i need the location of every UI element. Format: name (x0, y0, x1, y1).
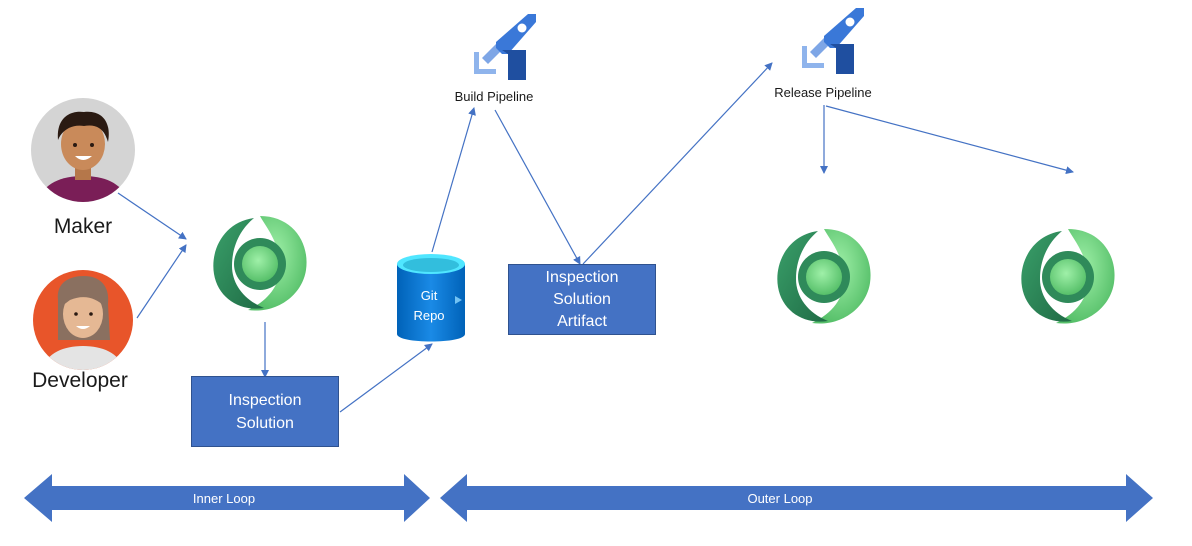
inner-loop-label: Inner Loop (193, 491, 255, 506)
developer-label: Developer (32, 369, 128, 392)
repo-label-line2: Repo (413, 308, 444, 323)
artifact-line3: Artifact (557, 312, 607, 330)
connector-artifact-release (582, 62, 773, 265)
inspection-artifact-box: Inspection Solution Artifact (508, 264, 656, 335)
solution-line1: Inspection (228, 391, 302, 409)
artifact-line1: Inspection (545, 268, 619, 286)
inspection-solution-box: Inspection Solution (191, 376, 339, 447)
prod-dataverse-icon (1021, 229, 1115, 324)
release-pipeline-label: Release Pipeline (774, 85, 872, 100)
repo-label-line1: Git (421, 288, 438, 303)
developer-avatar-icon (33, 270, 133, 370)
maker-label: Maker (53, 215, 113, 238)
artifact-line2: Solution (553, 290, 611, 308)
connectors (117, 62, 1074, 413)
connector-developer-dev (136, 244, 187, 319)
connector-repo-build (431, 107, 476, 253)
build-pipeline-label: Build Pipeline (454, 89, 534, 104)
connector-release-prod (825, 105, 1074, 175)
dev-dataverse-icon (213, 216, 307, 311)
git-repo-icon: Git Repo (397, 254, 465, 342)
outer-loop-label: Outer Loop (747, 491, 812, 506)
build-pipeline-icon (474, 14, 536, 80)
maker-avatar-icon (31, 98, 135, 202)
outer-loop-arrow (440, 474, 1153, 522)
connector-build-artifact (494, 109, 581, 265)
solution-line2: Solution (236, 414, 294, 432)
connector-solution-repo (339, 343, 433, 413)
inner-loop-arrow (24, 474, 430, 522)
connector-maker-dev (117, 192, 187, 240)
test-dataverse-icon (777, 229, 871, 324)
release-pipeline-icon (802, 8, 864, 74)
